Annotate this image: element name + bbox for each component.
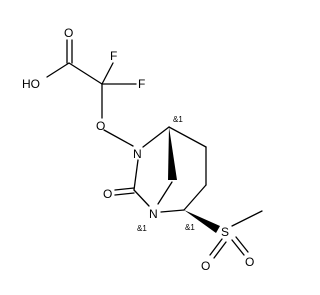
bond-cf2-f1 — [101, 62, 114, 85]
atom-o-sulfonyl-2: O — [245, 255, 254, 269]
bond-n1-c1 — [142, 126, 170, 148]
bond-oether-n1 — [103, 129, 134, 147]
bond-clactam-o-a — [114, 187, 135, 191]
atom-o-ether: O — [96, 119, 105, 133]
atom-labels: O HO F F O N O N S O O — [22, 26, 254, 273]
bond-clactam-n1 — [133, 159, 139, 191]
bond-c-oh — [46, 62, 70, 78]
molecule-structure-diagram: O HO F F O N O N S O O &1 &1 &1 — [22, 26, 263, 273]
bond-s-o1-b — [213, 241, 227, 259]
bond-c3-c5 — [183, 184, 207, 211]
atom-o-lactam: O — [103, 187, 112, 201]
bond-c-cf2 — [68, 62, 103, 85]
bond-c1-c2 — [168, 126, 207, 148]
atom-fluorine-2: F — [138, 77, 145, 91]
bond-clactam-o-b — [114, 192, 135, 196]
stereo-label-c1: &1 — [173, 115, 183, 124]
atom-sulfur: S — [221, 225, 229, 239]
bonds — [46, 39, 263, 259]
atom-hydroxyl: HO — [22, 77, 40, 91]
stereo-labels: &1 &1 &1 — [137, 115, 195, 233]
stereo-label-c5: &1 — [185, 223, 195, 232]
bond-s-o2-b — [235, 236, 249, 253]
bond-c5-n2 — [160, 209, 185, 213]
bond-c5-s-wedge — [184, 210, 220, 233]
bond-n2-bridge — [157, 181, 173, 205]
bond-bridge-c1-wedge — [168, 127, 177, 180]
atom-o-carbonyl-acid: O — [64, 26, 73, 40]
bond-n2-clactam — [133, 189, 150, 207]
bond-s-o2-a — [231, 239, 245, 256]
atom-o-sulfonyl-1: O — [201, 259, 210, 273]
stereo-label-n2: &1 — [137, 224, 147, 233]
atom-nitrogen-1: N — [133, 147, 142, 161]
atom-fluorine-1: F — [110, 49, 117, 63]
bond-s-o1-a — [209, 238, 223, 256]
atom-nitrogen-2: N — [149, 207, 158, 221]
bond-s-ch3 — [231, 210, 263, 227]
